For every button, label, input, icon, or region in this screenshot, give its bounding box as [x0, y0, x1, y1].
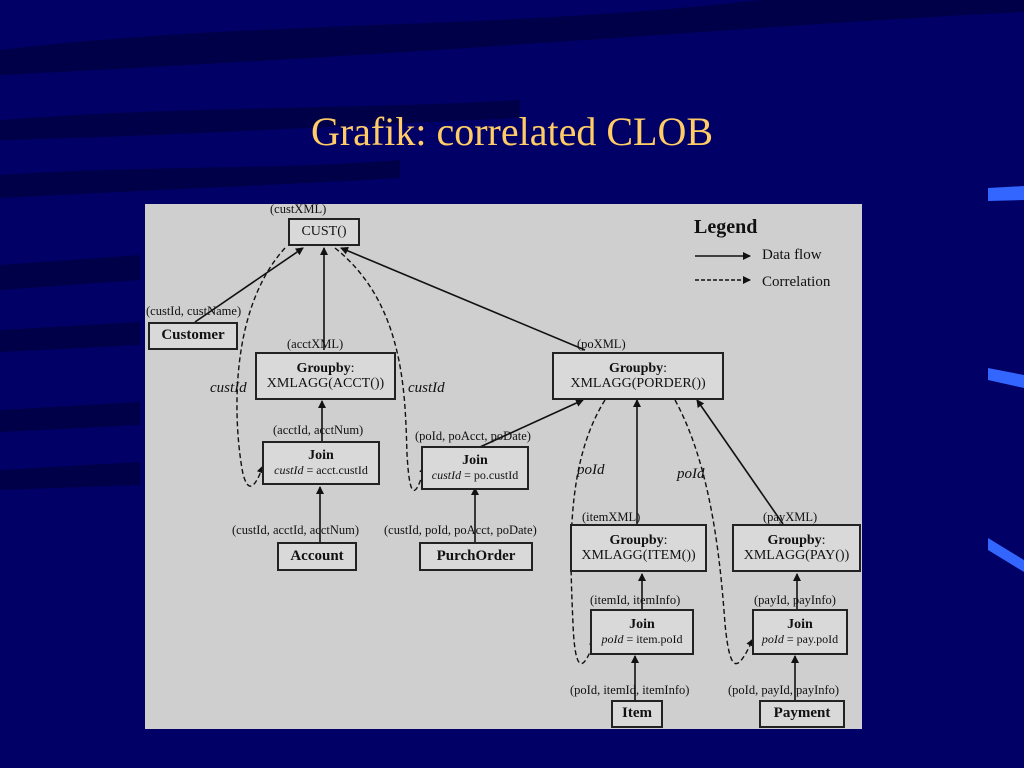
diagram-edges [194, 247, 801, 701]
join-pay-pred-rest: = pay.poId [783, 632, 839, 647]
cust-node: CUST() [288, 218, 360, 246]
groupby-porder-colon: : [663, 361, 668, 377]
groupby-item-output-label: (itemXML) [582, 510, 641, 524]
join-item-pred-rest: = item.poId [623, 632, 683, 647]
groupby-acct-colon: : [350, 361, 355, 377]
legend-data-flow-label: Data flow [762, 247, 822, 263]
join-acct-pred-var: custId [274, 463, 304, 478]
correlation-label-custid-left: custId [210, 380, 247, 396]
join-po-pred-rest: = po.custId [461, 468, 519, 483]
join-pay-op: Join [787, 617, 813, 633]
groupby-pay-output-label: (payXML) [763, 510, 818, 524]
correlation-label-custid-right: custId [408, 380, 445, 396]
purchorder-output-label: (custId, poId, poAcct, poDate) [384, 523, 537, 537]
edge-customer-to-cust [194, 247, 304, 323]
join-item-output-label: (itemId, itemInfo) [590, 593, 681, 607]
query-plan-diagram: Legend Data flow Correlation (custXML) C… [145, 202, 862, 729]
edge-groupby-porder-to-cust [340, 247, 586, 351]
payment-output-label: (poId, payId, payInfo) [728, 683, 840, 697]
correlation-poid-left [570, 399, 606, 665]
customer-output-label: (custId, custName) [146, 304, 242, 318]
join-acct-output-label: (acctId, acctNum) [273, 423, 364, 437]
edge-join-po-to-groupby-porder [479, 399, 584, 448]
join-item-op: Join [629, 617, 655, 633]
correlation-label-poid-right: poId [677, 466, 705, 482]
correlation-poid-right [674, 399, 754, 665]
join-po-output-label: (poId, poAcct, poDate) [415, 429, 531, 443]
join-item-pred-var: poId [601, 632, 624, 647]
account-node: Account [277, 542, 357, 571]
cust-output-label: (custXML) [270, 202, 327, 216]
groupby-acct-node: Groupby: XMLAGG(ACCT()) [255, 352, 396, 400]
accent-bar [988, 538, 1024, 572]
groupby-pay-func: XMLAGG(PAY()) [743, 548, 850, 564]
join-pay-node: Join poId = pay.poId [752, 609, 848, 655]
groupby-porder-output-label: (poXML) [577, 337, 626, 351]
payment-label: Payment [773, 705, 831, 722]
join-acct-pred-rest: = acct.custId [303, 463, 368, 478]
join-po-node: Join custId = po.custId [421, 446, 529, 490]
purchorder-label: PurchOrder [436, 547, 516, 564]
edge-groupby-pay-to-groupby-porder [696, 399, 784, 525]
groupby-item-node: Groupby: XMLAGG(ITEM()) [570, 524, 707, 572]
legend-title: Legend [694, 216, 758, 238]
account-label: Account [290, 547, 344, 564]
join-acct-node: Join custId = acct.custId [262, 441, 380, 485]
correlation-label-poid-left: poId [577, 462, 605, 478]
customer-label: Customer [161, 327, 225, 344]
customer-node: Customer [148, 322, 238, 350]
cust-label: CUST() [301, 223, 347, 239]
accent-bar [988, 186, 1024, 201]
groupby-pay-colon: : [821, 533, 826, 549]
groupby-pay-op: Groupby [767, 533, 822, 549]
groupby-item-op: Groupby [609, 533, 664, 549]
join-po-pred-var: custId [431, 468, 462, 483]
groupby-porder-node: Groupby: XMLAGG(PORDER()) [552, 352, 724, 400]
item-output-label: (poId, itemId, itemInfo) [570, 683, 690, 697]
legend-correlation-label: Correlation [762, 274, 831, 290]
groupby-item-func: XMLAGG(ITEM()) [581, 548, 696, 564]
groupby-porder-func: XMLAGG(PORDER()) [570, 376, 706, 392]
groupby-acct-output-label: (acctXML) [287, 337, 344, 351]
accent-bar [988, 368, 1024, 388]
join-po-op: Join [462, 453, 488, 469]
payment-node: Payment [759, 700, 845, 728]
groupby-item-colon: : [663, 533, 668, 549]
slide-title: Grafik: correlated CLOB [310, 109, 714, 154]
item-node: Item [611, 700, 663, 728]
account-output-label: (custId, acctId, acctNum) [232, 523, 360, 537]
correlation-custid-right [334, 247, 427, 491]
join-pay-pred-var: poId [761, 632, 784, 647]
groupby-acct-func: XMLAGG(ACCT()) [266, 376, 385, 392]
join-acct-op: Join [308, 448, 334, 464]
groupby-acct-op: Groupby [296, 361, 351, 377]
join-item-node: Join poId = item.poId [590, 609, 694, 655]
groupby-porder-op: Groupby [608, 361, 664, 377]
groupby-pay-node: Groupby: XMLAGG(PAY()) [732, 524, 861, 572]
join-pay-output-label: (payId, payInfo) [754, 593, 836, 607]
item-label: Item [622, 705, 652, 722]
purchorder-node: PurchOrder [419, 542, 533, 571]
